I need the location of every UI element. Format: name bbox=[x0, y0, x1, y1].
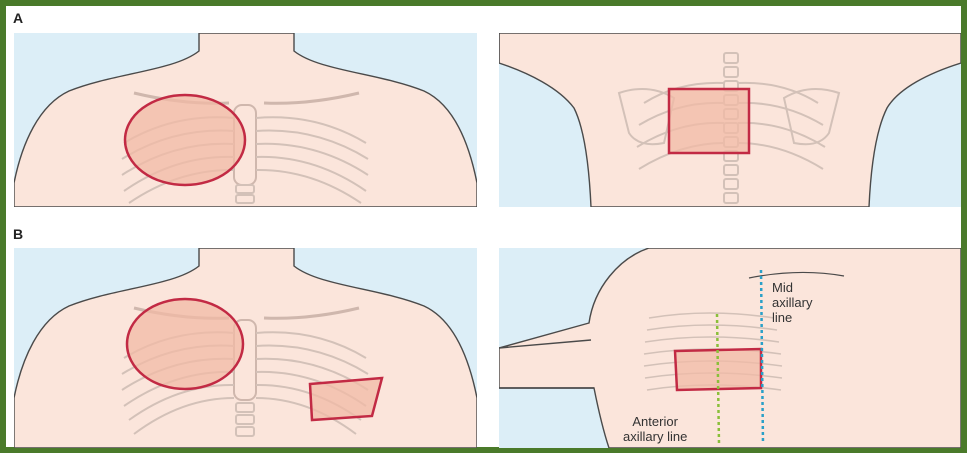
region-rectangle-lower-left-chest bbox=[310, 378, 382, 420]
row-label-b: B bbox=[13, 226, 23, 242]
panel-b-lateral bbox=[499, 248, 961, 448]
row-label-a: A bbox=[13, 10, 23, 26]
region-circle-upper-right-chest bbox=[127, 299, 243, 389]
panel-a-back bbox=[499, 33, 961, 207]
lateral-body-outline bbox=[499, 248, 961, 448]
front-chest-illustration-b bbox=[14, 248, 477, 448]
panel-a-front-chest bbox=[14, 33, 477, 207]
mid-axillary-line-label-line1: Mid bbox=[772, 280, 812, 295]
anterior-axillary-line-label-line1: Anterior bbox=[623, 414, 687, 429]
lateral-illustration bbox=[499, 248, 961, 448]
torso-outline bbox=[14, 248, 477, 448]
region-rectangle-posterior bbox=[669, 89, 749, 153]
mid-axillary-line-label-line2: axillary bbox=[772, 295, 812, 310]
mid-axillary-line-label: Mid axillary line bbox=[772, 280, 812, 325]
back-illustration bbox=[499, 33, 961, 207]
mid-axillary-line-label-line3: line bbox=[772, 310, 812, 325]
region-circle-upper-right-chest bbox=[125, 95, 245, 185]
torso-outline bbox=[14, 33, 477, 207]
panel-b-front-chest bbox=[14, 248, 477, 448]
front-chest-illustration bbox=[14, 33, 477, 207]
anterior-axillary-line-label-line2: axillary line bbox=[623, 429, 687, 444]
anterior-axillary-line-label: Anterior axillary line bbox=[623, 414, 687, 444]
